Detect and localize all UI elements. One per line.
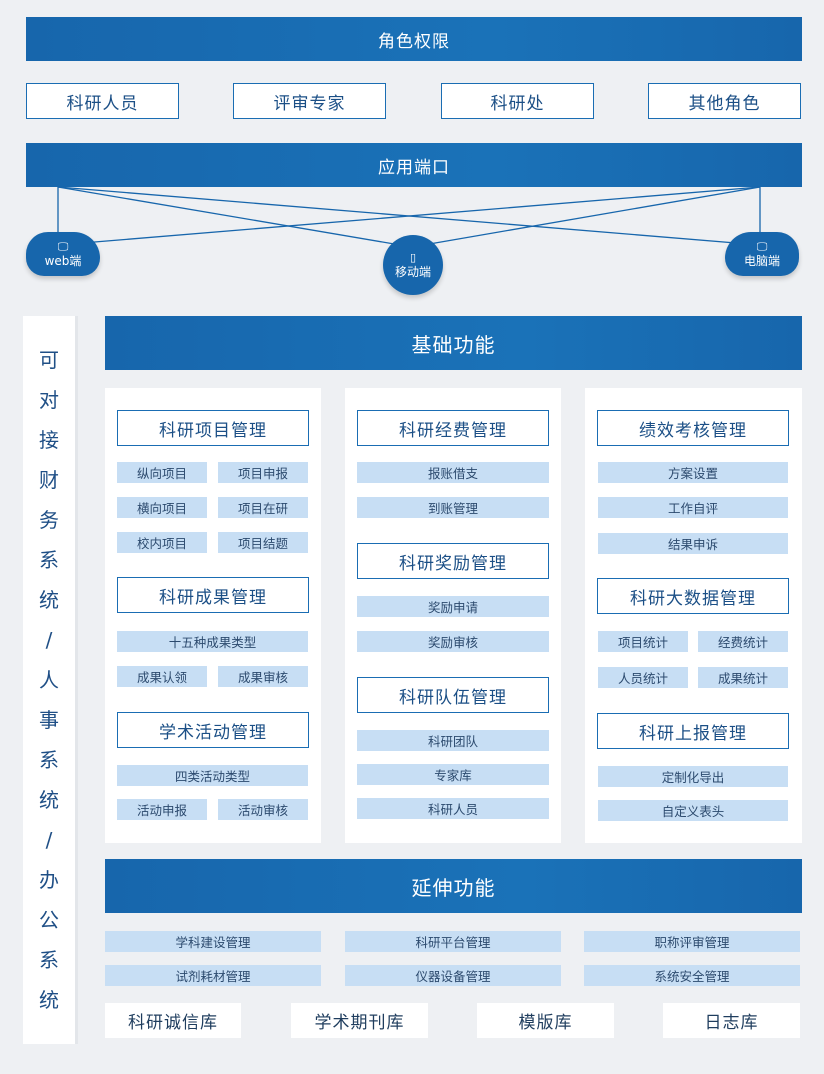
module-report: 科研上报管理 [597,713,789,749]
db-templates: 模版库 [477,1003,614,1038]
item-project-stats: 项目统计 [598,631,688,652]
item-project-ongoing: 项目在研 [218,497,308,518]
item-reagents: 试剂耗材管理 [105,965,321,986]
item-equipment: 仪器设备管理 [345,965,561,986]
ports-title: 应用端口 [378,157,450,178]
item-horizontal-project: 横向项目 [117,497,207,518]
basic-title: 基础功能 [411,332,496,357]
item-reward-review: 奖励审核 [357,631,549,652]
item-activity-types: 四类活动类型 [117,765,308,786]
role-other: 其他角色 [648,83,801,119]
item-title-review: 职称评审管理 [584,931,800,952]
item-achievement-types: 十五种成果类型 [117,631,308,652]
extended-title-bar: 延伸功能 [105,859,802,913]
module-funding: 科研经费管理 [357,410,549,446]
module-achievement: 科研成果管理 [117,577,309,613]
module-bigdata: 科研大数据管理 [597,578,789,614]
item-research-team: 科研团队 [357,730,549,751]
item-self-evaluation: 工作自评 [598,497,788,518]
port-connection-lines [57,186,761,248]
item-reward-apply: 奖励申请 [357,596,549,617]
side-integration-label: 可对接 财务系 统/人 事系统 /办公 系统 [23,316,78,1044]
item-project-closing: 项目结题 [218,532,308,553]
port-pc: 🖵 电脑端 [725,232,799,276]
role-researcher: 科研人员 [26,83,179,119]
item-security: 系统安全管理 [584,965,800,986]
roles-title-bar: 角色权限 [26,17,802,61]
port-web: 🖵 web端 [26,232,100,276]
item-expert-library: 专家库 [357,764,549,785]
monitor-icon: 🖵 [57,239,69,253]
item-vertical-project: 纵向项目 [117,462,207,483]
item-plan-setting: 方案设置 [598,462,788,483]
module-project: 科研项目管理 [117,410,309,446]
module-academic: 学术活动管理 [117,712,309,748]
module-team: 科研队伍管理 [357,677,549,713]
module-performance: 绩效考核管理 [597,410,789,446]
basic-title-bar: 基础功能 [105,316,802,370]
item-achievement-stats: 成果统计 [698,667,788,688]
role-reviewer: 评审专家 [233,83,386,119]
item-discipline: 学科建设管理 [105,931,321,952]
item-reimbursement: 报账借支 [357,462,549,483]
item-activity-review: 活动审核 [218,799,308,820]
item-achievement-review: 成果审核 [218,666,308,687]
item-achievement-claim: 成果认领 [117,666,207,687]
db-journals: 学术期刊库 [291,1003,428,1038]
item-funds-arrival: 到账管理 [357,497,549,518]
role-research-office: 科研处 [441,83,594,119]
item-funding-stats: 经费统计 [698,631,788,652]
port-mobile: ▯ 移动端 [383,235,443,295]
item-result-appeal: 结果申诉 [598,533,788,554]
item-custom-header: 自定义表头 [598,800,788,821]
phone-icon: ▯ [409,250,417,264]
item-researchers: 科研人员 [357,798,549,819]
item-project-apply: 项目申报 [218,462,308,483]
item-personnel-stats: 人员统计 [598,667,688,688]
db-logs: 日志库 [663,1003,800,1038]
module-reward: 科研奖励管理 [357,543,549,579]
item-activity-apply: 活动申报 [117,799,207,820]
extended-title: 延伸功能 [411,875,496,900]
item-platform: 科研平台管理 [345,931,561,952]
ports-title-bar: 应用端口 [26,143,802,187]
item-campus-project: 校内项目 [117,532,207,553]
db-integrity: 科研诚信库 [105,1003,241,1038]
item-custom-export: 定制化导出 [598,766,788,787]
monitor-icon: 🖵 [756,239,768,253]
roles-title: 角色权限 [378,31,450,52]
